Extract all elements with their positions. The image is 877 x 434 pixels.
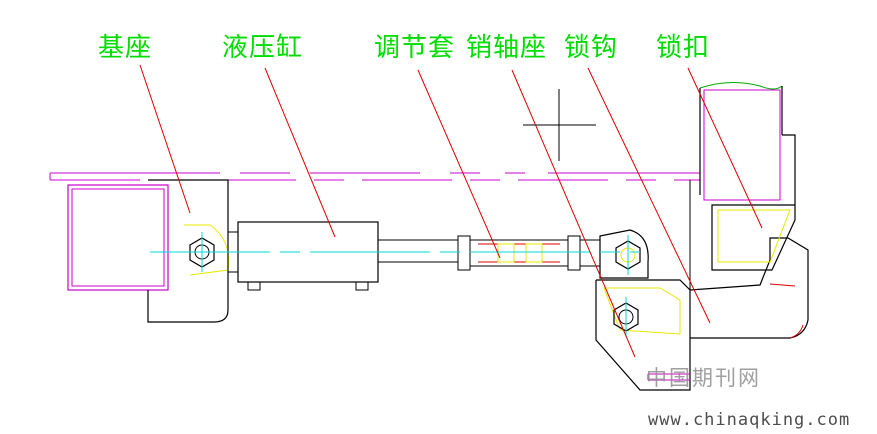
watermark-url: www.chinaqking.com [648, 410, 851, 430]
base-part [67, 179, 230, 323]
pin-seat-part [599, 229, 649, 279]
leader-lines [139, 64, 763, 358]
lock-buckle-part [689, 82, 796, 338]
label-lock-buckle: 锁扣 [656, 33, 711, 63]
label-pin-seat: 销轴座 [466, 33, 548, 63]
cylinder-part [227, 221, 459, 291]
watermark-text: 中国期刊网 [646, 366, 761, 390]
lock-hook-part [595, 237, 809, 391]
label-base: 基座 [98, 33, 153, 63]
label-sleeve: 调节套 [374, 33, 456, 63]
center-line [150, 232, 640, 337]
label-lock-hook: 锁钩 [564, 33, 619, 63]
sleeve-part [457, 235, 601, 271]
rail-lines [49, 172, 700, 181]
crosshair-icon [523, 89, 596, 161]
label-cylinder: 液压缸 [222, 33, 304, 63]
